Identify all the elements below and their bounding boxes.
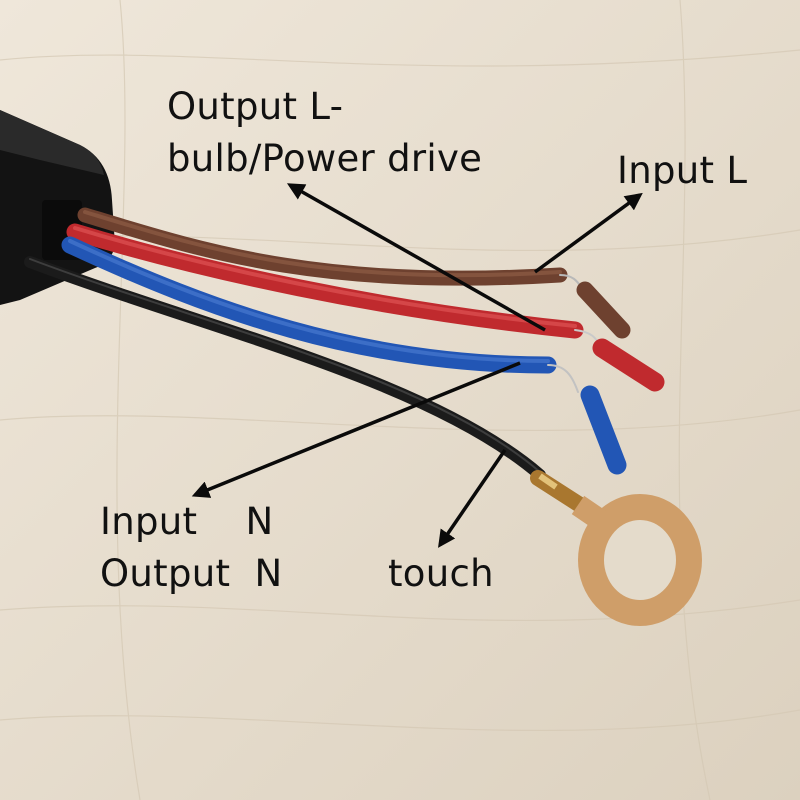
label-input-l: Input L (617, 149, 748, 192)
label-input-n: Input N (100, 500, 274, 543)
arrow-output-l (286, 183, 546, 332)
arrow-touch (438, 449, 507, 548)
label-output-n: Output N (100, 552, 283, 595)
label-output-l-line1: Output L- (167, 85, 344, 128)
label-output-l-line2: bulb/Power drive (167, 137, 483, 180)
ring-terminal (530, 470, 702, 626)
arrow-input-l (533, 192, 643, 274)
red-wire (66, 223, 665, 392)
blue-wire (61, 236, 627, 475)
annotation-arrows (191, 183, 643, 548)
label-touch: touch (388, 552, 494, 595)
brown-wire (77, 207, 631, 339)
black-wire (24, 256, 546, 481)
arrow-input-n (191, 361, 521, 498)
